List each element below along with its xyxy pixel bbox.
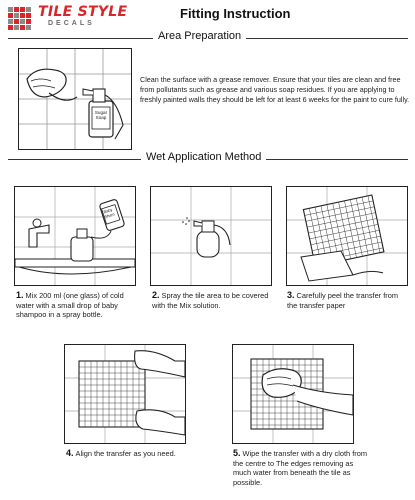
brand-tagline: DECALS: [48, 20, 95, 27]
step-number: 2.: [152, 290, 160, 300]
step-description: Carefully peel the transfer from the tra…: [287, 291, 398, 310]
section-header-area-preparation: Area Preparation: [8, 30, 408, 45]
step-1-illustration: Baby Sham: [14, 186, 136, 286]
brand-name: TILE STYLE: [38, 4, 128, 20]
step-5-illustration: [232, 344, 354, 444]
step-4-text: 4.Align the transfer as you need.: [66, 448, 190, 459]
brand-logo: TILE STYLE DECALS: [6, 4, 128, 32]
step-number: 5.: [233, 448, 241, 458]
section-header-wet-application: Wet Application Method: [8, 151, 408, 166]
step-2-text: 2.Spray the tile area to be covered with…: [152, 290, 274, 310]
step-5-text: 5.Wipe the transfer with a dry cloth fro…: [233, 448, 369, 487]
step-3-illustration: [286, 186, 408, 286]
step-3-text: 3.Carefully peel the transfer from the t…: [287, 290, 409, 310]
step-1-text: 1.Mix 200 ml (one glass) of cold water w…: [16, 290, 138, 320]
section-title: Wet Application Method: [141, 151, 267, 163]
step-description: Mix 200 ml (one glass) of cold water wit…: [16, 291, 124, 320]
bottle-label: Sugar Soap: [94, 110, 108, 121]
page-title: Fitting Instruction: [180, 6, 291, 21]
step-number: 1.: [16, 290, 24, 300]
section-title: Area Preparation: [153, 30, 247, 42]
step-2-illustration: [150, 186, 272, 286]
step-description: Spray the tile area to be covered with t…: [152, 291, 269, 310]
tile-grid-logo-icon: [8, 7, 31, 30]
step-description: Wipe the transfer with a dry cloth from …: [233, 449, 367, 487]
step-number: 4.: [66, 448, 74, 458]
step-description: Align the transfer as you need.: [75, 449, 176, 458]
step-number: 3.: [287, 290, 295, 300]
step-4-illustration: [64, 344, 186, 444]
area-preparation-text: Clean the surface with a grease remover.…: [140, 75, 410, 104]
cleaning-illustration: Sugar Soap: [18, 48, 132, 150]
